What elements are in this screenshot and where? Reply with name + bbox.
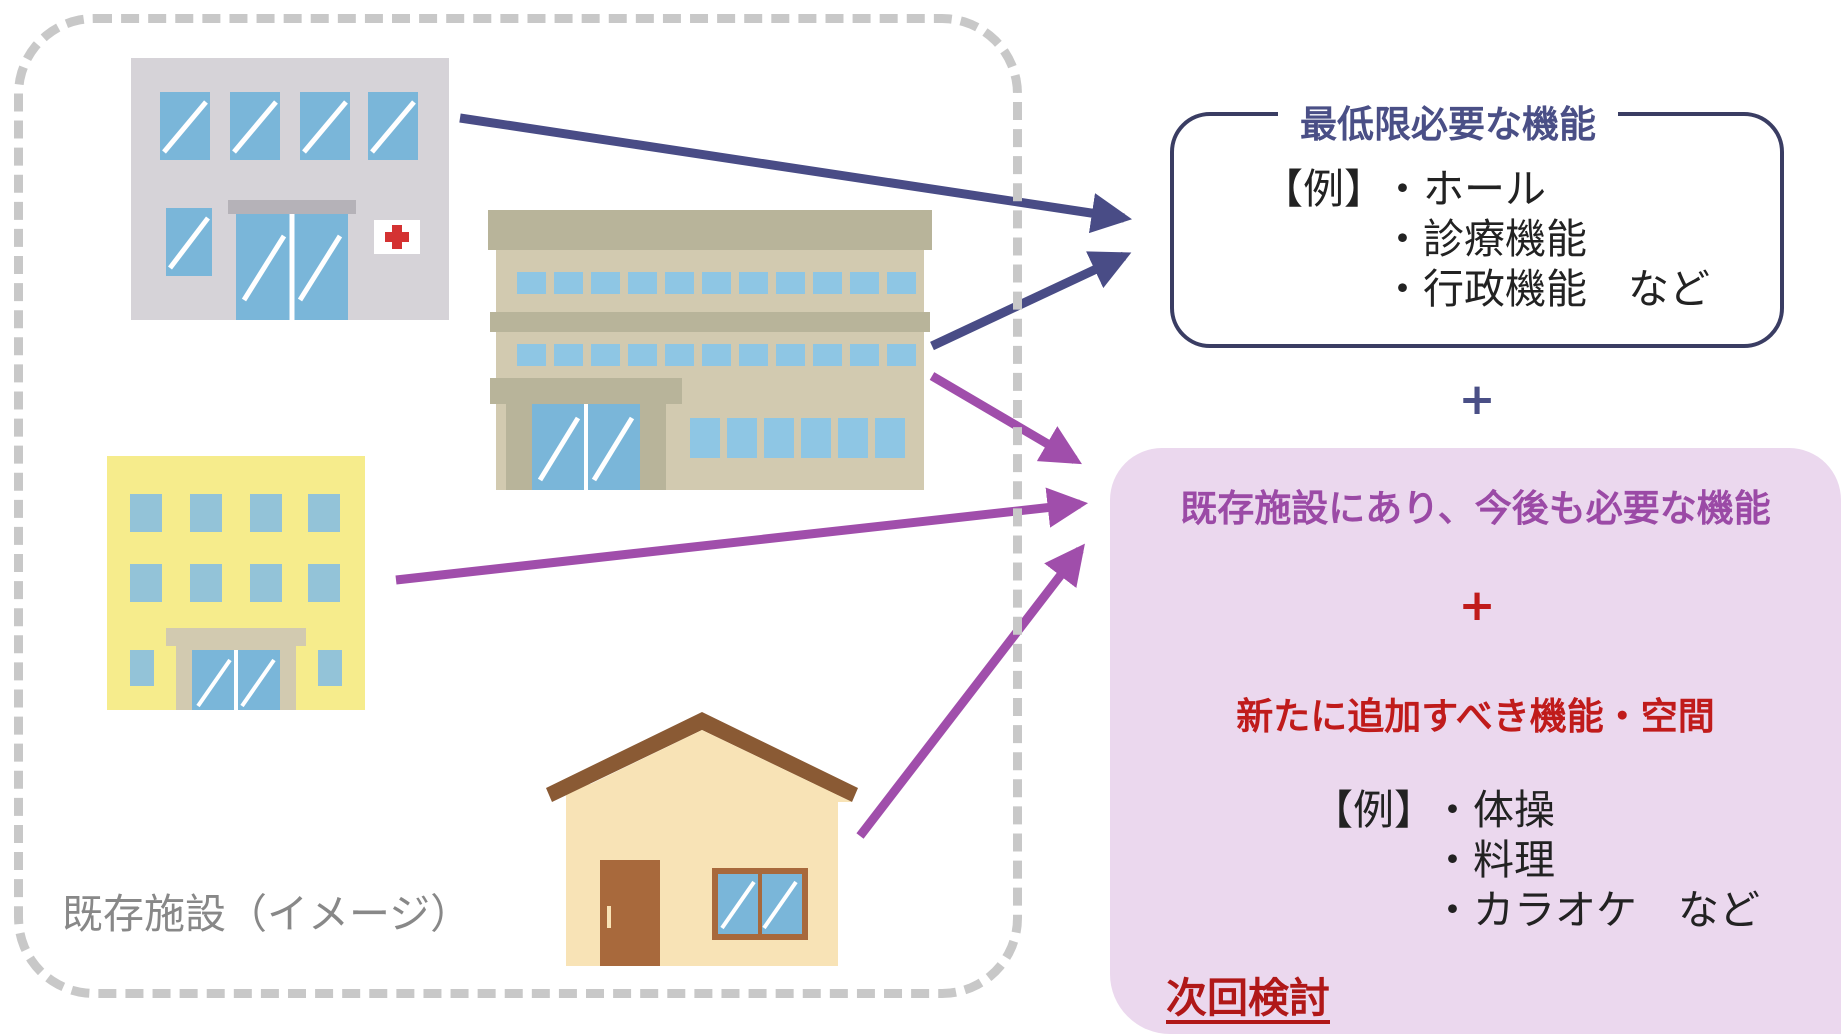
new-example-label: 【例】 <box>1312 786 1435 834</box>
arrow-apartment-to-existing <box>395 487 1089 585</box>
existing-facilities-frame <box>14 14 1022 998</box>
building-clinic-icon <box>131 58 449 320</box>
minimum-functions-title: 最低限必要な機能 <box>1278 94 1618 148</box>
minimum-item-admin: ・行政機能 など <box>1382 265 1710 313</box>
building-office-icon <box>488 210 932 490</box>
arrow-office-to-existing <box>929 372 1082 465</box>
minimum-example-label: 【例】 <box>1262 165 1385 213</box>
next-review-note: 次回検討 <box>1166 974 1330 1022</box>
existing-and-new-functions-panel <box>1110 448 1841 1034</box>
arrow-house-to-existing <box>856 543 1085 839</box>
minimum-item-clinic: ・診療機能 <box>1382 215 1587 263</box>
arrow-office-to-minimum <box>930 251 1132 351</box>
new-functions-title: 新たに追加すべき機能・空間 <box>1236 695 1715 738</box>
existing-facilities-label: 既存施設（イメージ） <box>62 890 472 938</box>
minimum-item-hall: ・ホール <box>1382 165 1546 213</box>
plus-sign-2: + <box>1458 580 1496 631</box>
new-item-karaoke: ・カラオケ など <box>1432 886 1760 934</box>
house-icon <box>546 712 858 966</box>
plus-sign-1: + <box>1458 374 1496 425</box>
new-item-exercise: ・体操 <box>1432 786 1555 834</box>
building-apartment-icon <box>107 456 365 710</box>
new-item-cooking: ・料理 <box>1432 836 1555 884</box>
existing-needed-functions-title: 既存施設にあり、今後も必要な機能 <box>1180 487 1771 530</box>
